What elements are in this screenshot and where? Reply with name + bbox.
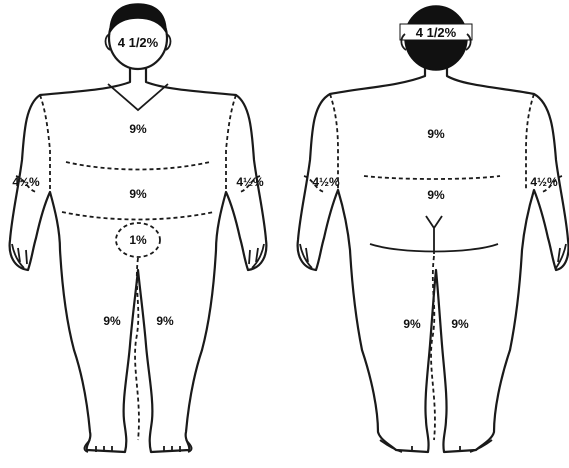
back-left-arm-label: 4½% — [312, 175, 340, 189]
front-perineum-label: 1% — [129, 233, 147, 247]
front-right-arm-label: 4½% — [236, 175, 264, 189]
back-left-leg-label: 9% — [403, 317, 421, 331]
front-left-leg-label: 9% — [103, 314, 121, 328]
front-chest-label: 9% — [129, 122, 147, 136]
back-lower-back-label: 9% — [427, 188, 445, 202]
back-upper-back-label: 9% — [427, 127, 445, 141]
front-figure: 4 1/2% 9% 9% 1% 4½% 4½% 9% 9% — [10, 4, 267, 452]
front-left-arm-label: 4½% — [12, 175, 40, 189]
back-figure: 4 1/2% 9% 9% 4½% 4½% 9% 9% — [298, 6, 569, 452]
front-abdomen-label: 9% — [129, 187, 147, 201]
back-head-label: 4 1/2% — [416, 25, 457, 40]
back-right-leg-label: 9% — [451, 317, 469, 331]
front-head-label: 4 1/2% — [118, 35, 159, 50]
back-right-arm-label: 4½% — [530, 175, 558, 189]
front-right-leg-label: 9% — [156, 314, 174, 328]
